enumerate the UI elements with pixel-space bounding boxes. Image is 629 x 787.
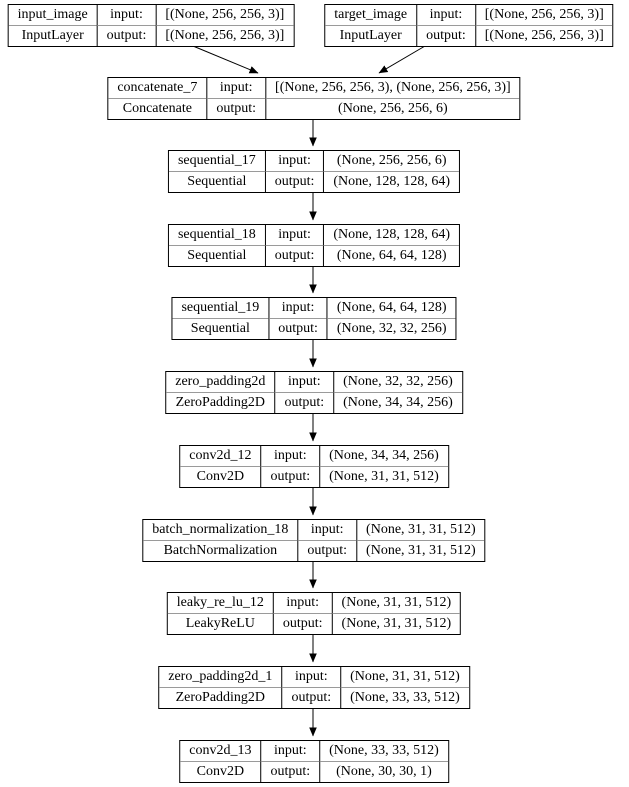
layer-node-concatenate-7: concatenate_7 input: [(None, 256, 256, 3… xyxy=(107,77,521,120)
output-label: output: xyxy=(264,172,324,192)
layer-node-input-image: input_image input: [(None, 256, 256, 3)]… xyxy=(7,4,295,47)
layer-type: Sequential xyxy=(187,174,247,189)
layer-type: Sequential xyxy=(187,248,247,263)
output-shape: [(None, 256, 256, 3)] xyxy=(474,26,613,46)
input-shape: (None, 256, 256, 6) xyxy=(323,151,460,172)
layer-name: conv2d_13 xyxy=(180,741,261,762)
layer-node-leaky-re-lu-12: leaky_re_lu_12 input: (None, 31, 31, 512… xyxy=(166,592,462,635)
layer-type: Sequential xyxy=(190,321,250,336)
output-shape: (None, 33, 33, 512) xyxy=(340,688,469,708)
output-label: output: xyxy=(274,393,333,413)
layer-name: leaky_re_lu_12 xyxy=(167,593,273,614)
input-shape: (None, 31, 31, 512) xyxy=(356,520,485,541)
input-shape: (None, 33, 33, 512) xyxy=(319,741,448,762)
output-label: output: xyxy=(281,688,340,708)
input-label: input: xyxy=(416,5,475,26)
output-shape: [(None, 256, 256, 3)] xyxy=(155,26,293,46)
layer-name: target_image xyxy=(325,5,417,26)
output-label: output: xyxy=(272,614,332,634)
layer-type: InputLayer xyxy=(339,28,402,43)
input-label: input: xyxy=(268,298,327,319)
output-shape: (None, 64, 64, 128) xyxy=(323,246,459,266)
layer-type: ZeroPadding2D xyxy=(175,690,266,705)
input-label: input: xyxy=(96,5,156,26)
output-label: output: xyxy=(260,467,319,487)
layer-type: Conv2D xyxy=(196,764,245,779)
input-shape: (None, 128, 128, 64) xyxy=(323,225,460,246)
output-shape: (None, 31, 31, 512) xyxy=(319,467,448,487)
input-label: input: xyxy=(260,446,320,467)
input-shape: (None, 32, 32, 256) xyxy=(333,372,462,393)
output-label: output: xyxy=(416,26,475,46)
input-shape: (None, 31, 31, 512) xyxy=(340,667,469,688)
output-label: output: xyxy=(260,762,319,782)
output-label: output: xyxy=(206,99,265,119)
input-shape: [(None, 256, 256, 3)] xyxy=(155,5,294,26)
layer-node-conv2d-12: conv2d_12 input: (None, 34, 34, 256) Con… xyxy=(179,445,449,488)
output-shape: (None, 31, 31, 512) xyxy=(331,614,461,634)
layer-type: Conv2D xyxy=(196,469,245,484)
layer-name: zero_padding2d_1 xyxy=(159,667,282,688)
output-label: output: xyxy=(264,246,324,266)
output-label: output: xyxy=(96,26,156,46)
edge-input-image-to-concat xyxy=(192,45,259,74)
input-label: input: xyxy=(297,520,357,541)
input-label: input: xyxy=(281,667,341,688)
output-label: output: xyxy=(297,541,356,561)
input-label: input: xyxy=(272,593,332,614)
layer-type: LeakyReLU xyxy=(185,616,255,631)
layer-node-zero-padding2d: zero_padding2d input: (None, 32, 32, 256… xyxy=(165,371,463,414)
layer-name: sequential_19 xyxy=(172,298,269,319)
output-shape: (None, 256, 256, 6) xyxy=(265,99,520,119)
output-shape: (None, 30, 30, 1) xyxy=(319,762,448,782)
layer-node-sequential-18: sequential_18 input: (None, 128, 128, 64… xyxy=(167,224,461,267)
layer-node-batch-normalization-18: batch_normalization_18 input: (None, 31,… xyxy=(142,519,486,562)
input-label: input: xyxy=(264,225,324,246)
layer-type: InputLayer xyxy=(21,28,84,43)
input-shape: (None, 34, 34, 256) xyxy=(319,446,448,467)
layer-name: concatenate_7 xyxy=(108,78,207,99)
layer-type: Concatenate xyxy=(122,101,192,116)
layer-name: batch_normalization_18 xyxy=(143,520,298,541)
input-label: input: xyxy=(260,741,320,762)
layer-node-sequential-17: sequential_17 input: (None, 256, 256, 6)… xyxy=(167,150,461,193)
layer-node-zero-padding2d-1: zero_padding2d_1 input: (None, 31, 31, 5… xyxy=(158,666,470,709)
layer-name: conv2d_12 xyxy=(180,446,261,467)
layer-name: sequential_18 xyxy=(168,225,265,246)
input-shape: (None, 31, 31, 512) xyxy=(331,593,461,614)
input-label: input: xyxy=(264,151,324,172)
output-label: output: xyxy=(268,319,327,339)
input-shape: [(None, 256, 256, 3), (None, 256, 256, 3… xyxy=(265,78,520,99)
layer-name: zero_padding2d xyxy=(166,372,275,393)
layer-node-conv2d-13: conv2d_13 input: (None, 33, 33, 512) Con… xyxy=(179,740,449,783)
layer-name: input_image xyxy=(8,5,97,26)
input-label: input: xyxy=(206,78,266,99)
layer-name: sequential_17 xyxy=(168,151,265,172)
layer-node-target-image: target_image input: [(None, 256, 256, 3)… xyxy=(324,4,614,47)
output-shape: (None, 34, 34, 256) xyxy=(333,393,462,413)
layer-type: ZeroPadding2D xyxy=(175,395,266,410)
input-shape: (None, 64, 64, 128) xyxy=(326,298,456,319)
input-shape: [(None, 256, 256, 3)] xyxy=(474,5,613,26)
edge-target-image-to-concat xyxy=(378,45,426,74)
output-shape: (None, 128, 128, 64) xyxy=(323,172,459,192)
layer-node-sequential-19: sequential_19 input: (None, 64, 64, 128)… xyxy=(171,297,457,340)
output-shape: (None, 32, 32, 256) xyxy=(326,319,456,339)
input-label: input: xyxy=(274,372,334,393)
output-shape: (None, 31, 31, 512) xyxy=(356,541,485,561)
layer-type: BatchNormalization xyxy=(163,543,278,558)
